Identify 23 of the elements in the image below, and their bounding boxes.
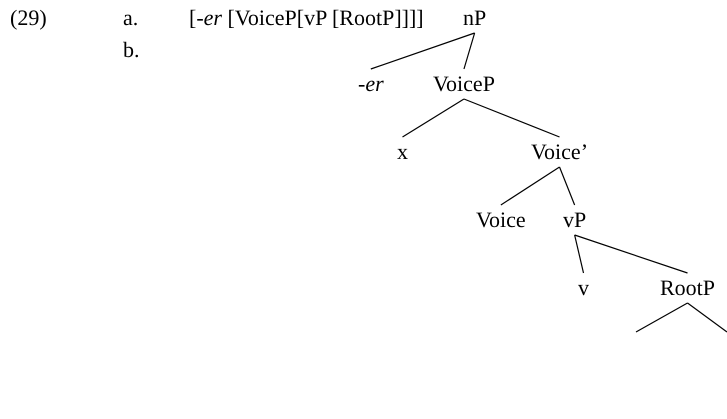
tree-branch [636,302,688,333]
item-letter: a. [123,6,138,30]
tree-branch [464,98,560,138]
tree-node-label: VoiceP [433,72,495,96]
tree-branch [687,302,727,332]
bracketed-structure: [-er [VoiceP[vP [RootP]]]] [189,6,424,30]
tree-branch [574,234,688,274]
tree-node-label: nP [463,6,486,30]
tree-node-label: Voice [476,208,526,232]
tree-branch [463,32,476,70]
tree-node-label: x [397,140,408,164]
tree-node-label: -er [358,72,384,96]
tree-node-label: v [578,276,589,300]
tree-node-label: vP [563,208,586,232]
tree-node-label: RootP [660,276,716,300]
tree-branch [370,32,475,70]
tree-node-label: Voice’ [531,140,588,164]
tree-branch [500,166,560,206]
tree-branch [558,166,576,206]
item-letter: b. [123,38,140,62]
tree-branch [574,234,584,274]
example-number: (29) [10,6,47,30]
tree-branch [402,98,464,138]
